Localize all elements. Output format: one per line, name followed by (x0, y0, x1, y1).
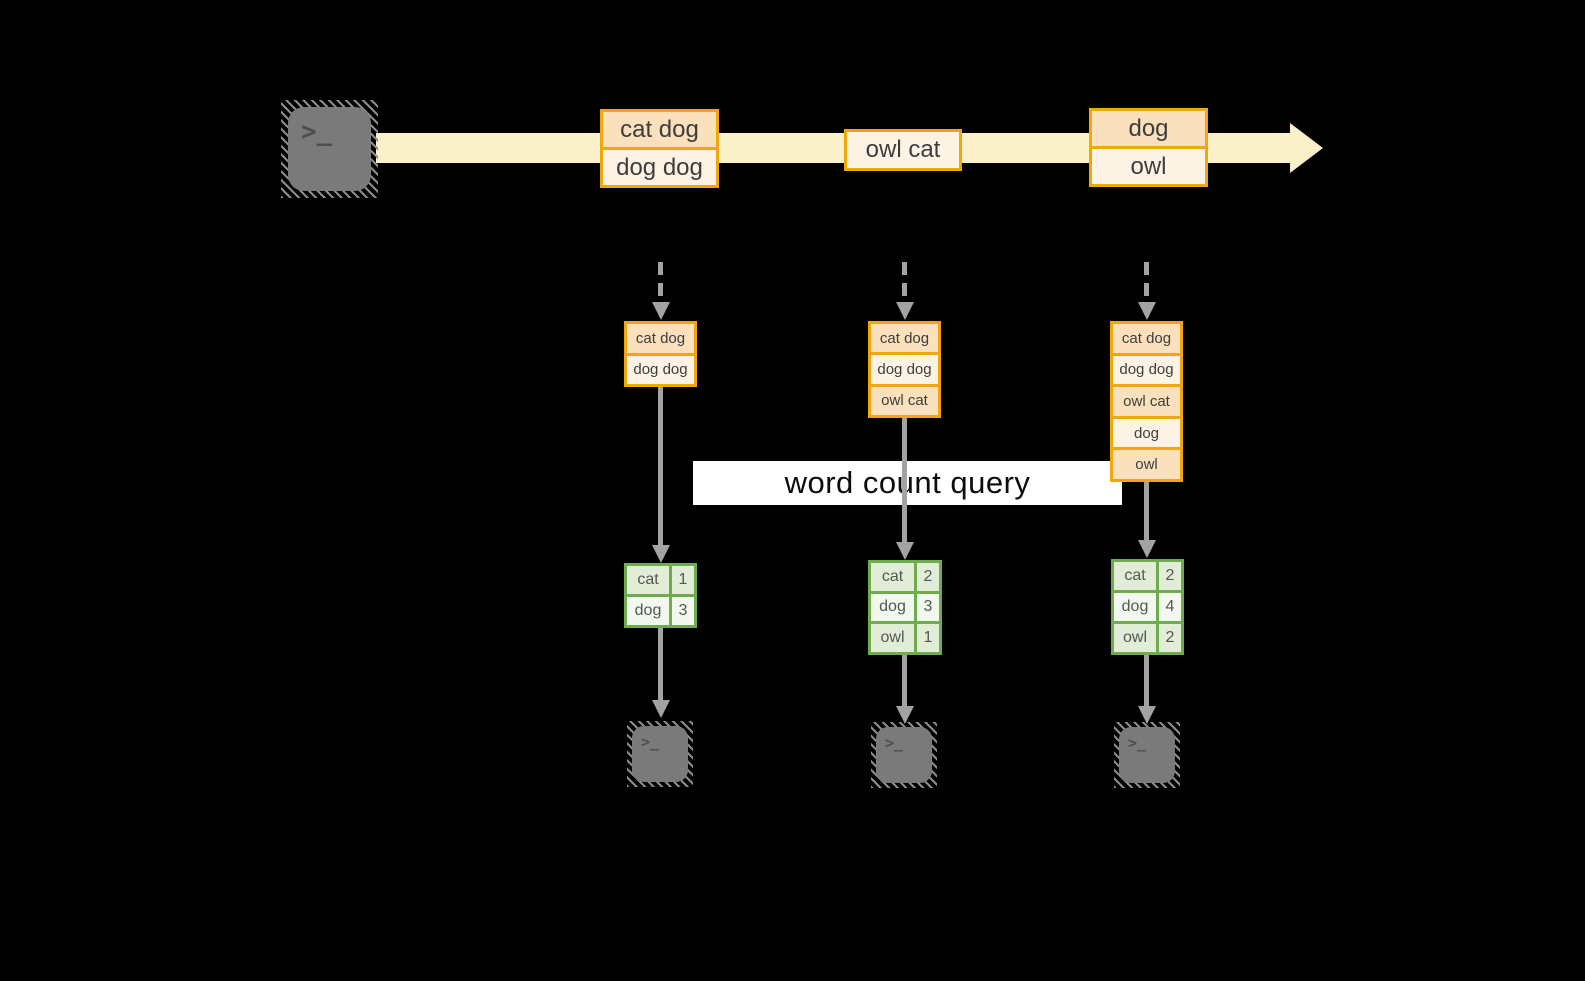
terminal-prompt-glyph: >_ (1128, 734, 1147, 752)
terminal-icon-body: >_ (1119, 727, 1175, 783)
input-line: dog dog (1113, 355, 1180, 385)
terminal-icon-body: >_ (632, 726, 688, 782)
arrow-head-icon (1138, 706, 1156, 724)
input-line: cat dog (1113, 324, 1180, 353)
stream-batch-3: dog owl (1089, 108, 1208, 187)
count-value: 1 (672, 566, 694, 594)
arrow-line (902, 655, 907, 706)
arrow-line (1144, 655, 1149, 706)
terminal-output-icon-1: >_ (627, 721, 693, 787)
count-word: dog (1114, 593, 1156, 621)
query-banner: word count query (693, 461, 1122, 505)
stream-batch-1: cat dog dog dog (600, 109, 719, 188)
terminal-icon-body: >_ (288, 107, 371, 191)
input-line: owl (1113, 450, 1180, 479)
query-label: word count query (784, 465, 1031, 500)
batch-line: dog (1092, 111, 1205, 146)
input-line: owl cat (871, 386, 938, 415)
count-value: 3 (917, 593, 939, 622)
arrow-line (902, 418, 907, 542)
count-word: cat (1114, 562, 1156, 590)
terminal-icon-body: >_ (876, 727, 932, 783)
batch-line: dog dog (603, 150, 716, 185)
count-table-2: cat 2 dog 3 owl 1 (868, 560, 942, 655)
arrow-head-icon (896, 542, 914, 560)
stream-arrowhead-icon (1290, 123, 1323, 173)
batch-line: cat dog (603, 112, 716, 147)
count-word: cat (627, 566, 669, 594)
arrow-head-icon (896, 706, 914, 724)
terminal-output-icon-3: >_ (1114, 722, 1180, 788)
arrow-head-icon (652, 700, 670, 718)
accumulated-input-2: cat dog dog dog owl cat (868, 321, 941, 418)
count-value: 1 (917, 624, 939, 652)
arrow-head-icon (652, 545, 670, 563)
dashed-arrow-line (1144, 262, 1149, 302)
count-word: dog (871, 593, 914, 622)
terminal-output-icon-2: >_ (871, 722, 937, 788)
count-value: 3 (672, 597, 694, 625)
arrow-line (1144, 482, 1149, 540)
count-word: owl (1114, 624, 1156, 652)
count-word: owl (871, 624, 914, 652)
terminal-prompt-glyph: >_ (301, 117, 333, 147)
batch-line: owl cat (847, 132, 959, 168)
input-line: dog dog (627, 355, 694, 384)
accumulated-input-1: cat dog dog dog (624, 321, 697, 387)
dashed-arrow-line (658, 262, 663, 302)
count-table-1: cat 1 dog 3 (624, 563, 697, 628)
stream-batch-2: owl cat (844, 129, 962, 171)
arrow-line (658, 387, 663, 545)
terminal-prompt-glyph: >_ (641, 733, 660, 751)
input-line: owl cat (1113, 387, 1180, 416)
dashed-arrow-head-icon (1138, 302, 1156, 320)
terminal-source-icon: >_ (281, 100, 378, 198)
input-line: cat dog (871, 324, 938, 353)
count-table-3: cat 2 dog 4 owl 2 (1111, 559, 1184, 655)
input-line: dog dog (871, 355, 938, 384)
count-value: 4 (1159, 593, 1181, 621)
batch-line: owl (1092, 149, 1205, 184)
dashed-arrow-head-icon (896, 302, 914, 320)
terminal-prompt-glyph: >_ (885, 734, 904, 752)
count-word: cat (871, 563, 914, 591)
count-value: 2 (917, 563, 939, 591)
arrow-head-icon (1138, 540, 1156, 558)
arrow-line (658, 628, 663, 700)
count-word: dog (627, 597, 669, 625)
count-value: 2 (1159, 562, 1181, 590)
input-line: dog (1113, 418, 1180, 448)
accumulated-input-3: cat dog dog dog owl cat dog owl (1110, 321, 1183, 482)
input-line: cat dog (627, 324, 694, 353)
dashed-arrow-line (902, 262, 907, 302)
count-value: 2 (1159, 624, 1181, 652)
dashed-arrow-head-icon (652, 302, 670, 320)
